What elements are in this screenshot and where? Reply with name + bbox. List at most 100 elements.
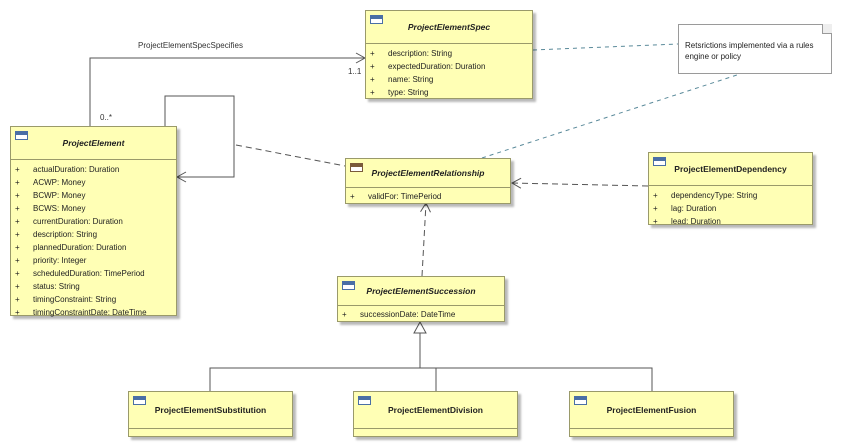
visibility-marker: + — [370, 75, 375, 84]
class-project-element-division[interactable]: ProjectElementDivision — [353, 391, 518, 437]
class-name: ProjectElementSubstitution — [154, 405, 267, 415]
attribute-row: + status: String — [11, 280, 176, 293]
visibility-marker: + — [15, 282, 20, 291]
attribute-text: type: String — [388, 88, 429, 97]
class-name: ProjectElementDivision — [388, 405, 483, 415]
attribute-row: +BCWP: Money — [11, 189, 176, 202]
class-name: ProjectElement — [62, 138, 125, 148]
visibility-marker: + — [15, 243, 20, 252]
attribute-row: + plannedDuration: Duration — [11, 241, 176, 254]
class-icon — [653, 157, 666, 166]
succession-relationship-link[interactable] — [420, 201, 431, 277]
attribute-list: +description: String+expectedDuration: D… — [366, 44, 532, 101]
attribute-row: + type: String — [366, 86, 532, 99]
visibility-marker: + — [370, 88, 375, 97]
class-name: ProjectElementSuccession — [366, 286, 476, 296]
attribute-text: successionDate: DateTime — [360, 310, 456, 319]
attribute-text: timingConstraintDate: DateTime — [33, 308, 147, 317]
association-label: ProjectElementSpecSpecifies — [138, 41, 243, 50]
class-icon — [370, 15, 383, 24]
class-project-element-dependency[interactable]: ProjectElementDependency + dependencyType… — [648, 152, 813, 226]
attribute-row: + timingConstraintDate: DateTime — [11, 306, 176, 319]
class-header: ProjectElementSubstitution — [129, 392, 292, 429]
attribute-row: + dependencyType: String — [649, 189, 812, 202]
class-header: ProjectElementDependency — [649, 153, 812, 186]
visibility-marker: + — [15, 230, 20, 239]
attribute-row: + lead: Duration — [649, 215, 812, 228]
class-icon — [358, 396, 371, 405]
class-icon — [133, 396, 146, 405]
visibility-marker: + — [15, 178, 20, 187]
attribute-row: + description: String — [11, 228, 176, 241]
attribute-text: validFor: TimePeriod — [368, 192, 442, 201]
attribute-text: status: String — [33, 282, 80, 291]
dependency-relationship-link[interactable] — [510, 177, 649, 189]
attribute-text: BCWS: Money — [33, 204, 86, 213]
attribute-row: + lag: Duration — [649, 202, 812, 215]
attribute-row: +description: String — [366, 47, 532, 60]
visibility-marker: + — [653, 204, 658, 213]
class-header: ProjectElementDivision — [354, 392, 517, 429]
attribute-row: + validFor: TimePeriod — [346, 190, 510, 203]
attribute-text: lead: Duration — [671, 217, 721, 226]
constraint-note[interactable]: Retsrictions implemented via a rules eng… — [678, 24, 832, 74]
class-project-element-fusion[interactable]: ProjectElementFusion — [569, 391, 734, 437]
attribute-row: +scheduledDuration: TimePeriod — [11, 267, 176, 280]
attribute-list: +actualDuration: Duration+ACWP: Money+BC… — [11, 160, 176, 321]
class-icon — [574, 396, 587, 405]
visibility-marker: + — [342, 310, 347, 319]
generalization-branches[interactable] — [209, 367, 653, 391]
attribute-text: name: String — [388, 75, 434, 84]
class-project-element-spec[interactable]: ProjectElementSpec +description: String+… — [365, 10, 533, 99]
visibility-marker: + — [15, 165, 20, 174]
association-spec-specifies-line[interactable] — [84, 52, 367, 136]
note-link-relationship[interactable] — [481, 73, 741, 159]
class-name: ProjectElementDependency — [674, 164, 787, 174]
note-text: Retsrictions implemented via a rules eng… — [685, 41, 814, 61]
attribute-text: plannedDuration: Duration — [33, 243, 127, 252]
class-header: ProjectElement — [11, 127, 176, 160]
visibility-marker: + — [370, 62, 375, 71]
attribute-text: priority: Integer — [33, 256, 87, 265]
attribute-list: + successionDate: DateTime — [338, 306, 504, 323]
class-name: ProjectElementRelationship — [371, 168, 485, 178]
attribute-text: description: String — [388, 49, 453, 58]
class-project-element[interactable]: ProjectElement +actualDuration: Duration… — [10, 126, 177, 317]
visibility-marker: + — [653, 217, 658, 226]
multiplicity-element: 0..* — [100, 113, 113, 122]
visibility-marker: + — [653, 191, 658, 200]
attribute-text: expectedDuration: Duration — [388, 62, 486, 71]
attribute-text: timingConstraint: String — [33, 295, 117, 304]
visibility-marker: + — [15, 256, 20, 265]
attribute-list: + validFor: TimePeriod — [346, 188, 510, 205]
class-header: ProjectElementSpec — [366, 11, 532, 44]
multiplicity-spec: 1..1 — [348, 67, 362, 76]
visibility-marker: + — [15, 269, 20, 278]
self-association-line[interactable] — [159, 95, 235, 183]
visibility-marker: + — [15, 217, 20, 226]
attribute-text: lag: Duration — [671, 204, 717, 213]
note-link-spec[interactable] — [532, 43, 679, 51]
class-project-element-relationship[interactable]: ProjectElementRelationship + validFor: Ti… — [345, 158, 511, 204]
class-icon — [342, 281, 355, 290]
attribute-row: + priority: Integer — [11, 254, 176, 267]
attribute-text: currentDuration: Duration — [33, 217, 123, 226]
attribute-text: ACWP: Money — [33, 178, 86, 187]
visibility-marker: + — [15, 204, 20, 213]
attribute-text: dependencyType: String — [671, 191, 758, 200]
visibility-marker: + — [350, 192, 355, 201]
class-header: ProjectElementFusion — [570, 392, 733, 429]
element-relationship-link[interactable] — [235, 144, 346, 167]
visibility-marker: + — [15, 295, 20, 304]
class-project-element-succession[interactable]: ProjectElementSuccession + successionDate… — [337, 276, 505, 322]
attribute-row: + name: String — [366, 73, 532, 86]
visibility-marker: + — [15, 191, 20, 200]
class-project-element-substitution[interactable]: ProjectElementSubstitution — [128, 391, 293, 437]
attribute-list: + dependencyType: String + lag: Duration + le… — [649, 186, 812, 230]
class-name: ProjectElementFusion — [606, 405, 697, 415]
class-name: ProjectElementSpec — [407, 22, 491, 32]
attribute-row: + successionDate: DateTime — [338, 308, 504, 321]
visibility-marker: + — [15, 308, 20, 317]
attribute-text: description: String — [33, 230, 98, 239]
